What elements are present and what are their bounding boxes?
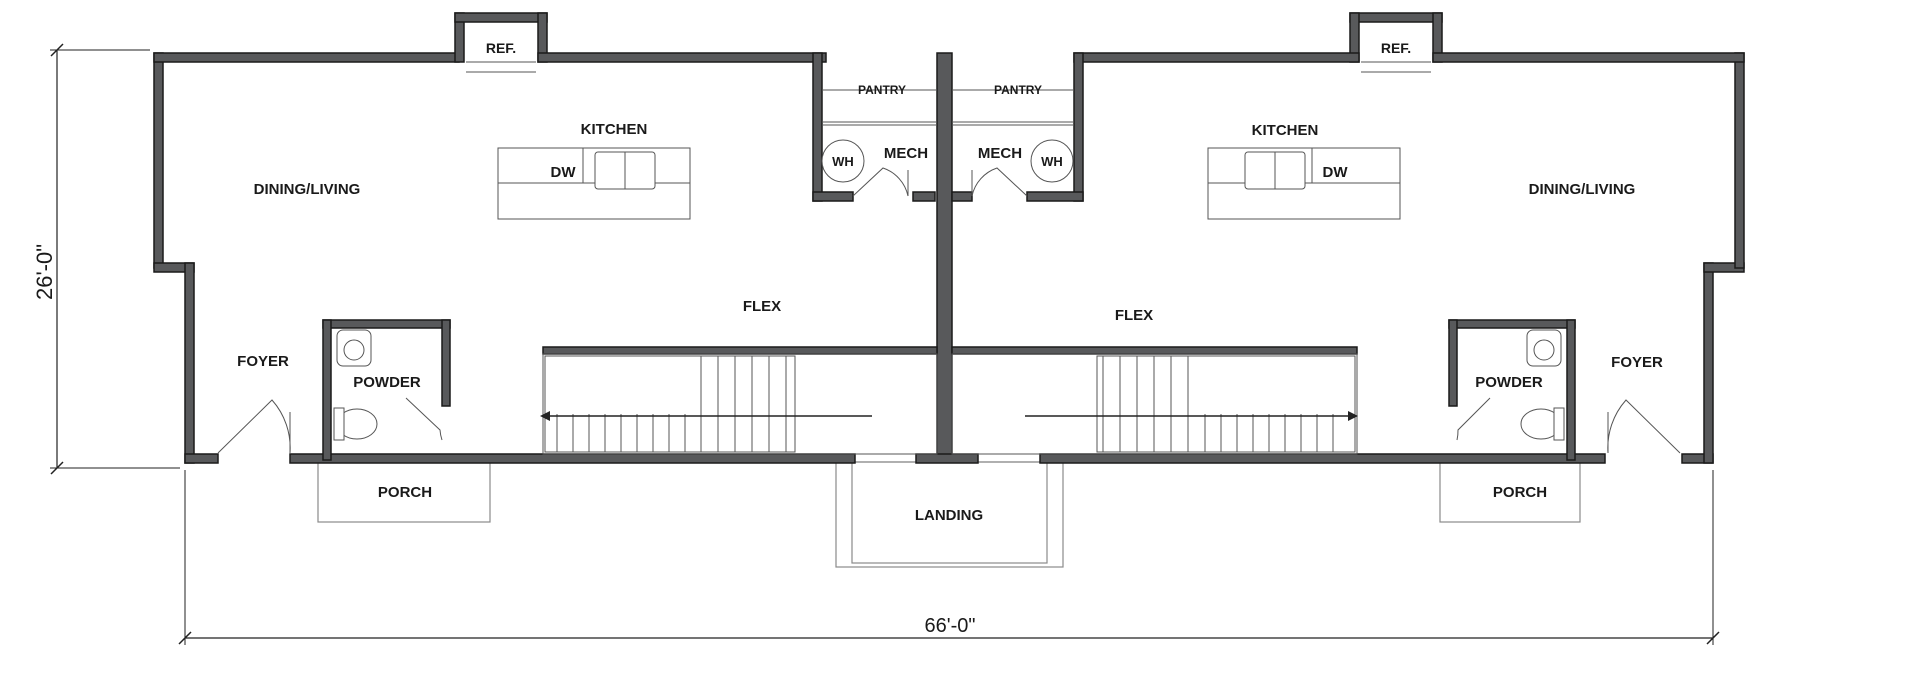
left-mech-label: MECH <box>884 145 928 162</box>
left-mech-door-icon <box>852 167 909 197</box>
left-ref-niche <box>466 61 536 73</box>
landing-label: LANDING <box>915 507 983 524</box>
left-pantry-label: PANTRY <box>858 83 906 97</box>
right-dining-living-label: DINING/LIVING <box>1529 181 1636 198</box>
left-unit-walls <box>153 12 936 464</box>
party-wall <box>542 52 1358 464</box>
right-water-heater <box>1030 139 1074 183</box>
left-dining-living-label: DINING/LIVING <box>254 181 361 198</box>
left-stairs <box>540 353 938 455</box>
right-porch-label: PORCH <box>1493 484 1547 501</box>
left-kitchen-island <box>497 147 691 220</box>
right-powder-fixtures <box>1456 329 1565 441</box>
left-water-heater <box>821 139 865 183</box>
right-dw-label: DW <box>1323 164 1349 181</box>
right-stairs <box>951 353 1358 455</box>
left-entry-door-icon <box>217 399 291 454</box>
right-powder-label: POWDER <box>1475 374 1543 391</box>
right-pantry-partition <box>952 89 1074 126</box>
right-ref-niche <box>1361 61 1431 73</box>
left-pantry-partition <box>822 89 937 126</box>
left-flex-label: FLEX <box>743 298 781 315</box>
right-ref-label: REF. <box>1381 40 1411 56</box>
right-mech-label: MECH <box>978 145 1022 162</box>
right-unit-walls <box>951 12 1745 464</box>
left-powder-label: POWDER <box>353 374 421 391</box>
left-powder-fixtures <box>333 329 443 441</box>
right-kitchen-label: KITCHEN <box>1252 122 1319 139</box>
left-wh-label: WH <box>832 154 854 169</box>
right-kitchen-island <box>1207 147 1401 220</box>
right-mech-door-icon <box>971 167 1028 197</box>
left-porch-label: PORCH <box>378 484 432 501</box>
height-dimension: 26'-0" <box>32 244 57 300</box>
right-pantry-label: PANTRY <box>994 83 1042 97</box>
left-kitchen-label: KITCHEN <box>581 121 648 138</box>
left-foyer-label: FOYER <box>237 353 289 370</box>
width-dimension: 66'-0" <box>925 615 976 637</box>
left-ref-label: REF. <box>486 40 516 56</box>
dimension-lines <box>50 43 1720 645</box>
right-entry-door-icon <box>1607 399 1681 454</box>
right-foyer-label: FOYER <box>1611 354 1663 371</box>
left-dw-label: DW <box>551 164 577 181</box>
right-flex-label: FLEX <box>1115 307 1153 324</box>
right-wh-label: WH <box>1041 154 1063 169</box>
